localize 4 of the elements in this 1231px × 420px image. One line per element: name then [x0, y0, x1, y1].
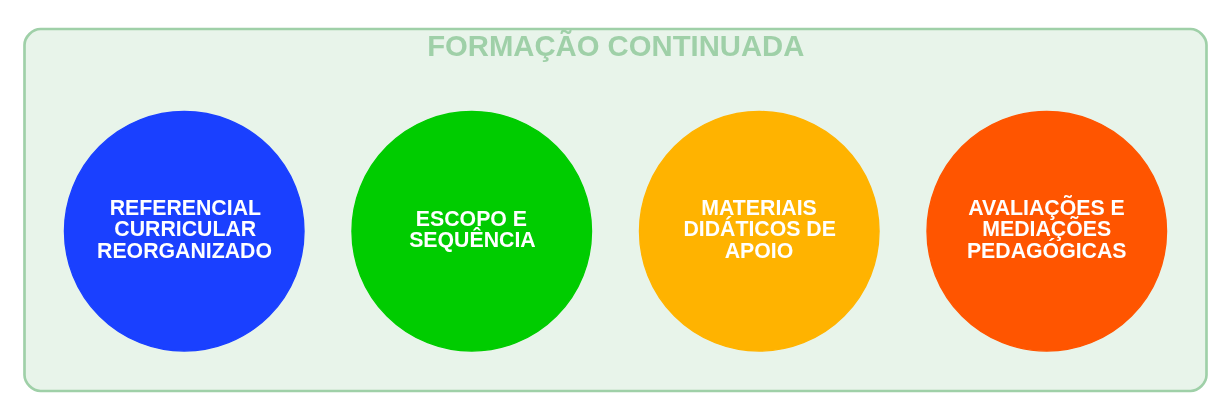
node-circle: AVALIAÇÕES E MEDIAÇÕES PEDAGÓGICAS [926, 110, 1168, 352]
node-circle: MATERIAIS DIDÁTICOS DE APOIO [638, 110, 880, 352]
node-circle: ESCOPO E SEQUÊNCIA [351, 110, 593, 352]
node-circle: REFERENCIAL CURRICULAR REORGANIZADO [63, 110, 305, 352]
